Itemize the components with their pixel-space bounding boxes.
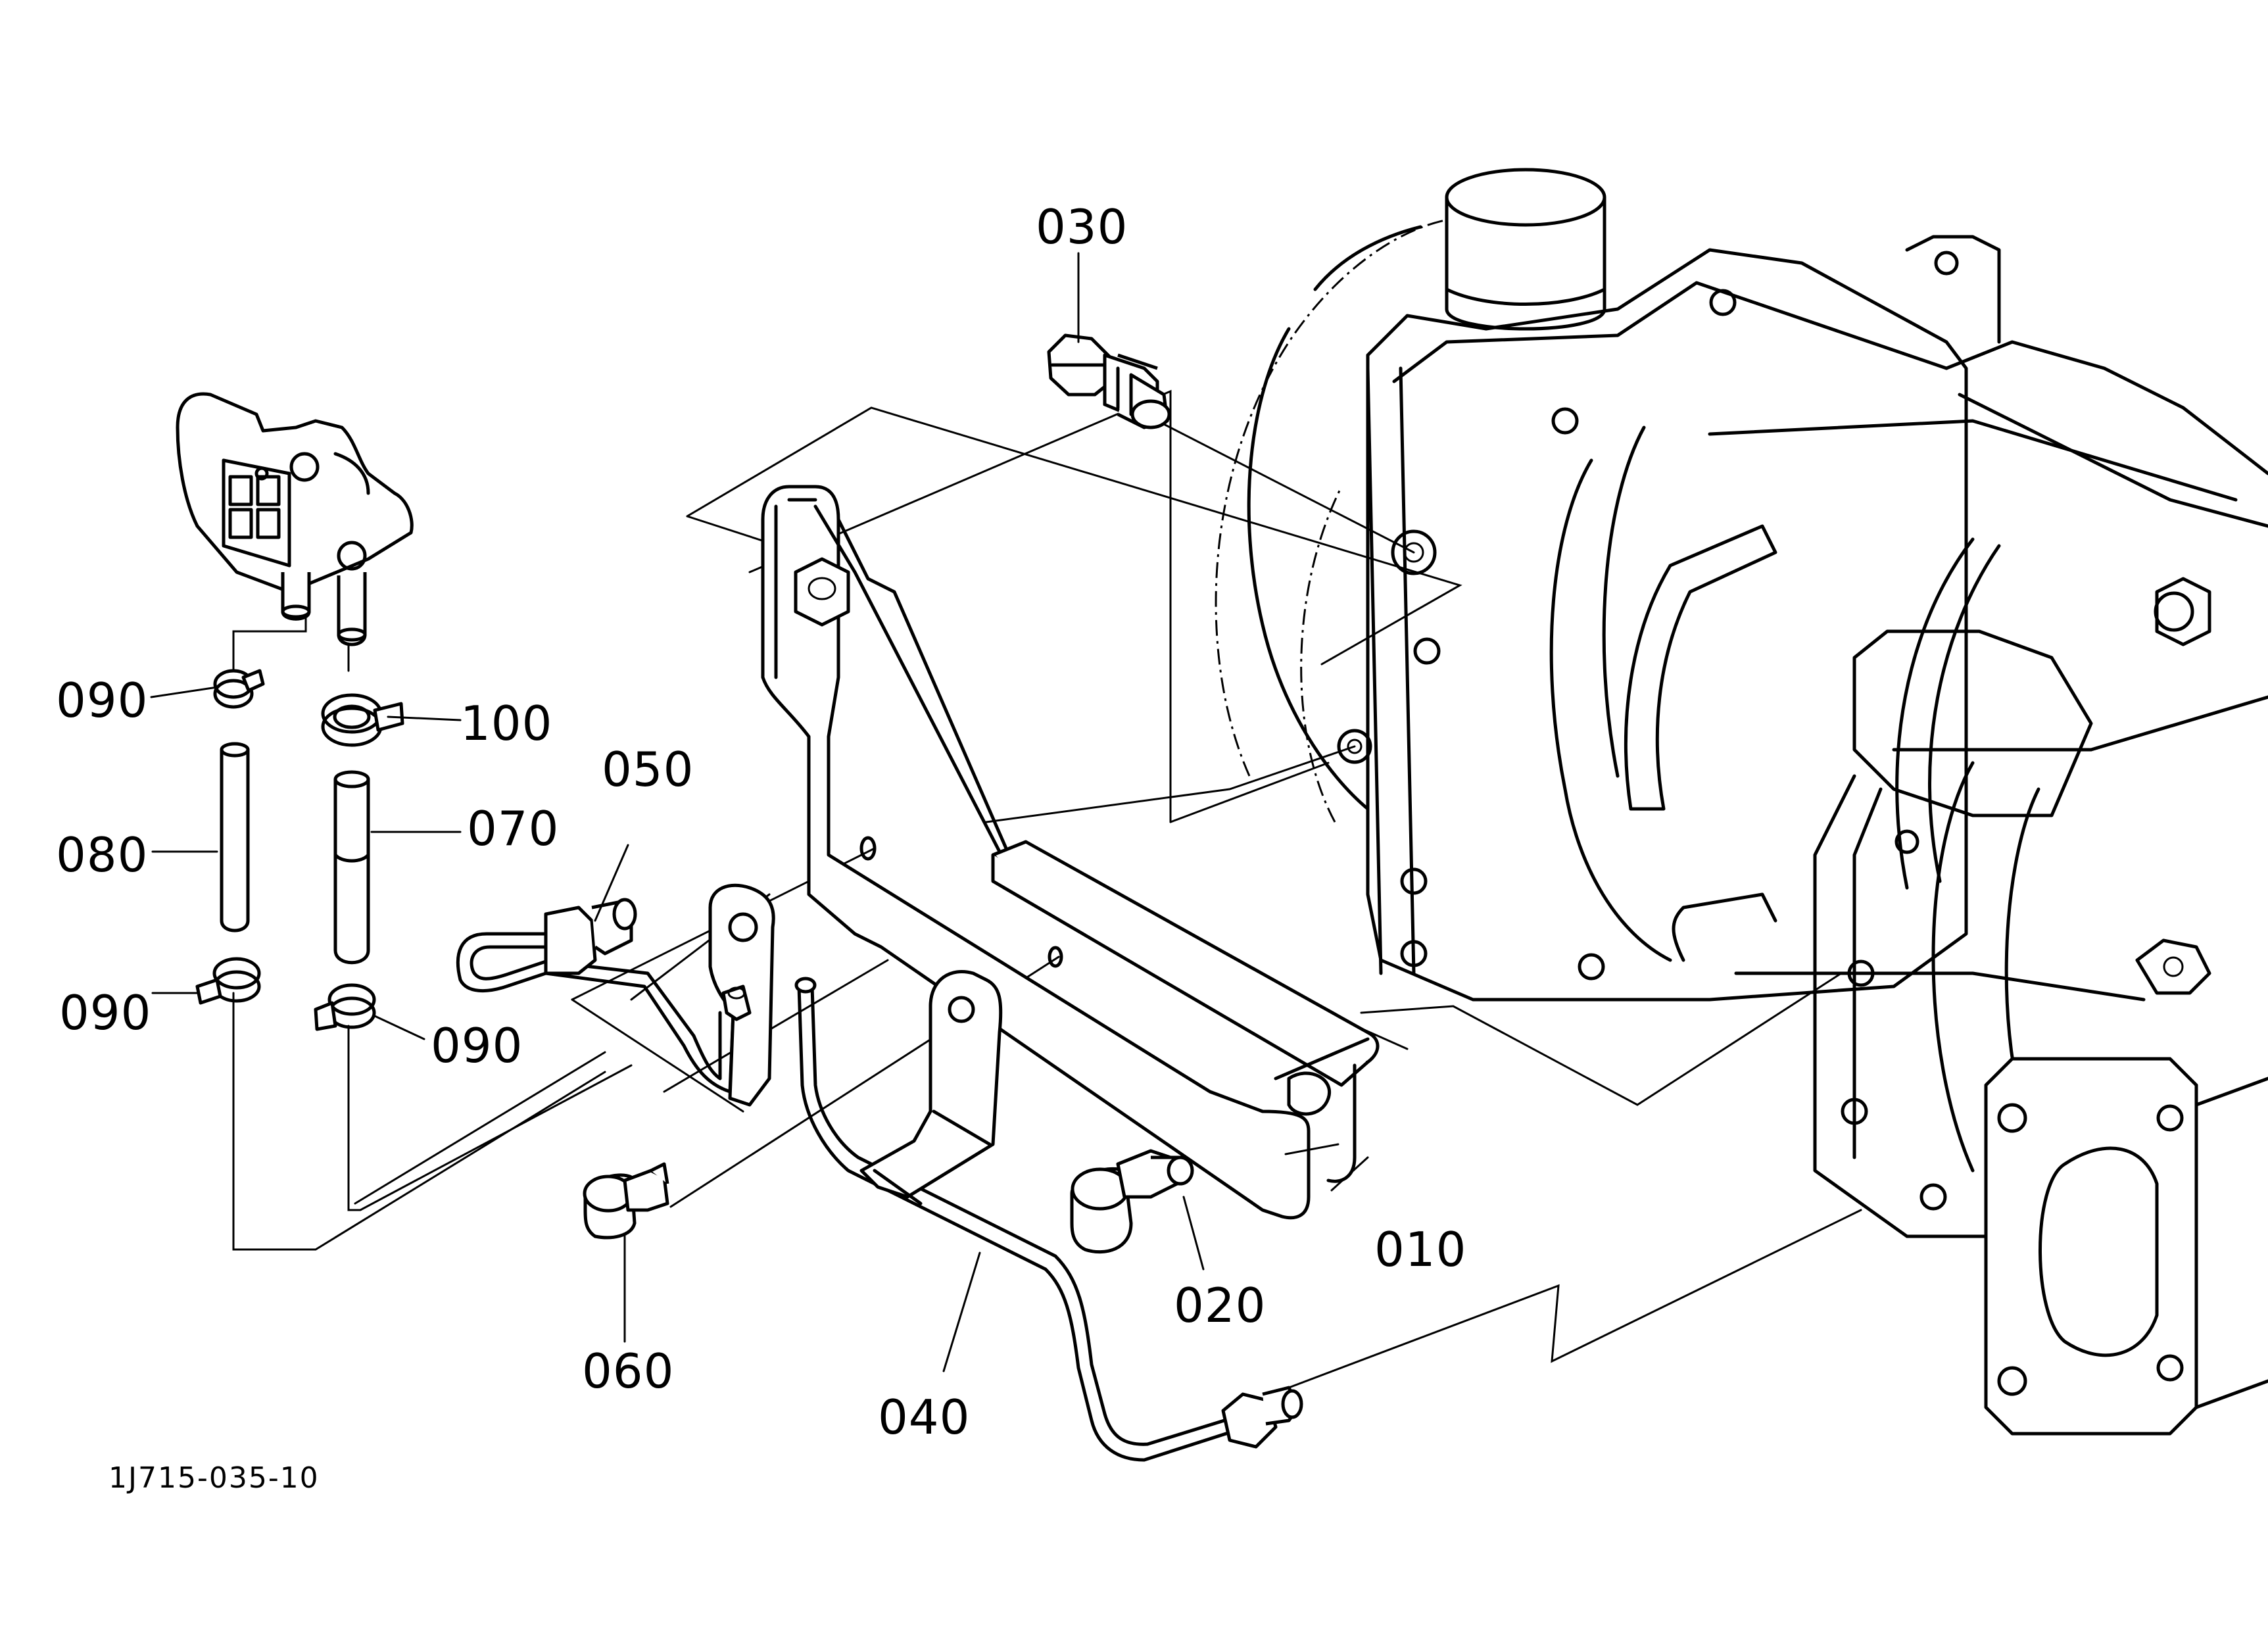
callout-100: 100 [460,696,552,751]
diagram-code: 1J715-035-10 [109,1461,320,1495]
callout-040: 040 [878,1390,970,1445]
pipe-050 [456,883,775,1107]
callout-070: 070 [467,801,559,856]
callout-labels: 010 020 030 040 050 060 070 080 090 090 … [56,199,1466,1495]
callout-090-right: 090 [431,1018,523,1073]
callout-030: 030 [1036,199,1128,255]
callout-leaders [150,252,1369,1372]
callout-090-left: 090 [59,985,151,1040]
bolt-020 [1070,1149,1194,1254]
callout-020: 020 [1174,1278,1266,1333]
hose-080 [220,742,250,933]
callout-080: 080 [56,827,148,883]
hose-clamp-090-top [213,669,265,709]
leader-lines [232,389,1862,1389]
pipe-040 [794,969,1303,1462]
callout-010: 010 [1374,1222,1466,1277]
hose-clamp-090-right [314,983,376,1031]
bracket-010 [761,485,1380,1220]
callout-050: 050 [602,742,694,797]
bolt-030 [1047,333,1171,429]
callout-060: 060 [582,1344,674,1399]
engine-housing-illustration [1215,168,2268,1436]
hose-070 [333,770,370,965]
hose-clamp-090-left [195,957,261,1005]
bolt-060 [583,1162,669,1240]
callout-090-top: 090 [56,673,148,728]
hose-clamp-100 [321,693,404,747]
pressure-sensor [176,392,414,646]
